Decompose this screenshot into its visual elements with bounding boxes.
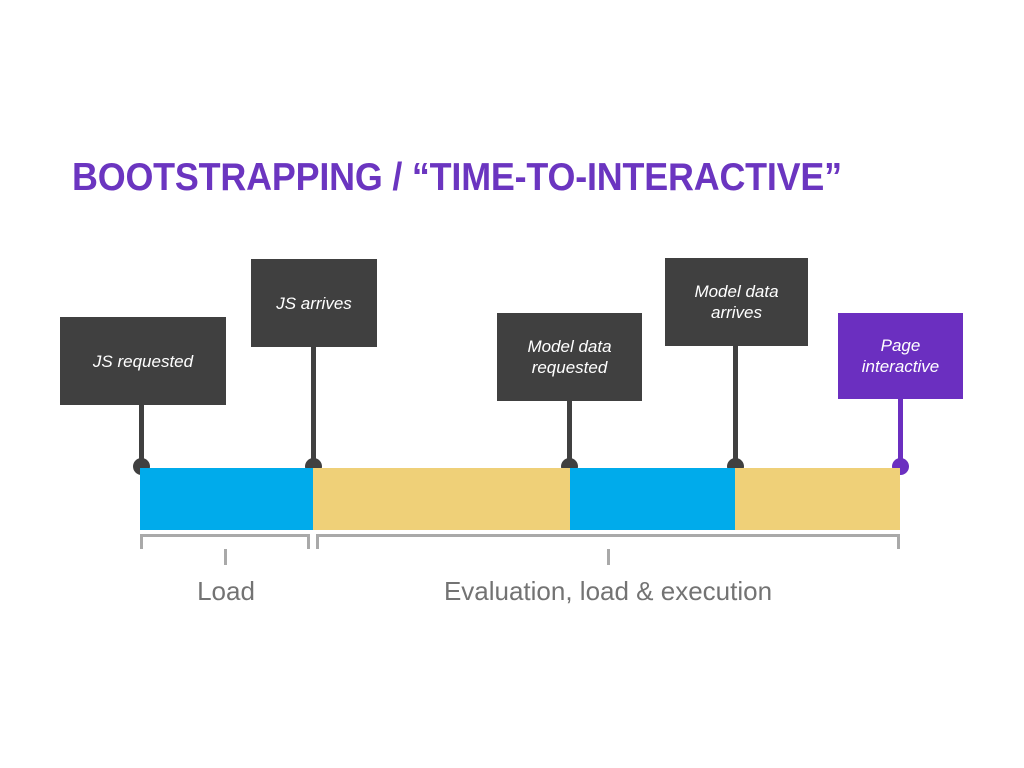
phase-label-evaluation-load-execution: Evaluation, load & execution	[443, 576, 773, 606]
marker-stem-model-data-arrives	[733, 346, 738, 470]
phase-bracket-evaluation-load-execution	[316, 534, 900, 549]
timeline-bar	[140, 468, 900, 530]
segment-js-load	[140, 468, 313, 530]
segment-model-data-load	[570, 468, 735, 530]
event-label-js-requested[interactable]: JS requested	[60, 317, 226, 405]
phase-tick-evaluation-load-execution	[607, 549, 610, 565]
segment-model-data-execute	[735, 468, 900, 530]
marker-stem-js-arrives	[311, 347, 316, 470]
event-label-model-data-requested[interactable]: Model data requested	[497, 313, 642, 401]
phase-bracket-load	[140, 534, 310, 549]
phase-label-load: Load	[197, 576, 255, 606]
event-label-page-interactive[interactable]: Page interactive	[838, 313, 963, 399]
marker-stem-model-data-requested	[567, 401, 572, 470]
marker-stem-js-requested	[139, 405, 144, 470]
phase-tick-load	[224, 549, 227, 565]
marker-stem-page-interactive	[898, 399, 903, 470]
segment-js-evaluation	[313, 468, 570, 530]
event-label-model-data-arrives[interactable]: Model data arrives	[665, 258, 808, 346]
event-label-js-arrives[interactable]: JS arrives	[251, 259, 377, 347]
page-title: BOOTSTRAPPING / “TIME-TO-INTERACTIVE”	[72, 156, 842, 199]
